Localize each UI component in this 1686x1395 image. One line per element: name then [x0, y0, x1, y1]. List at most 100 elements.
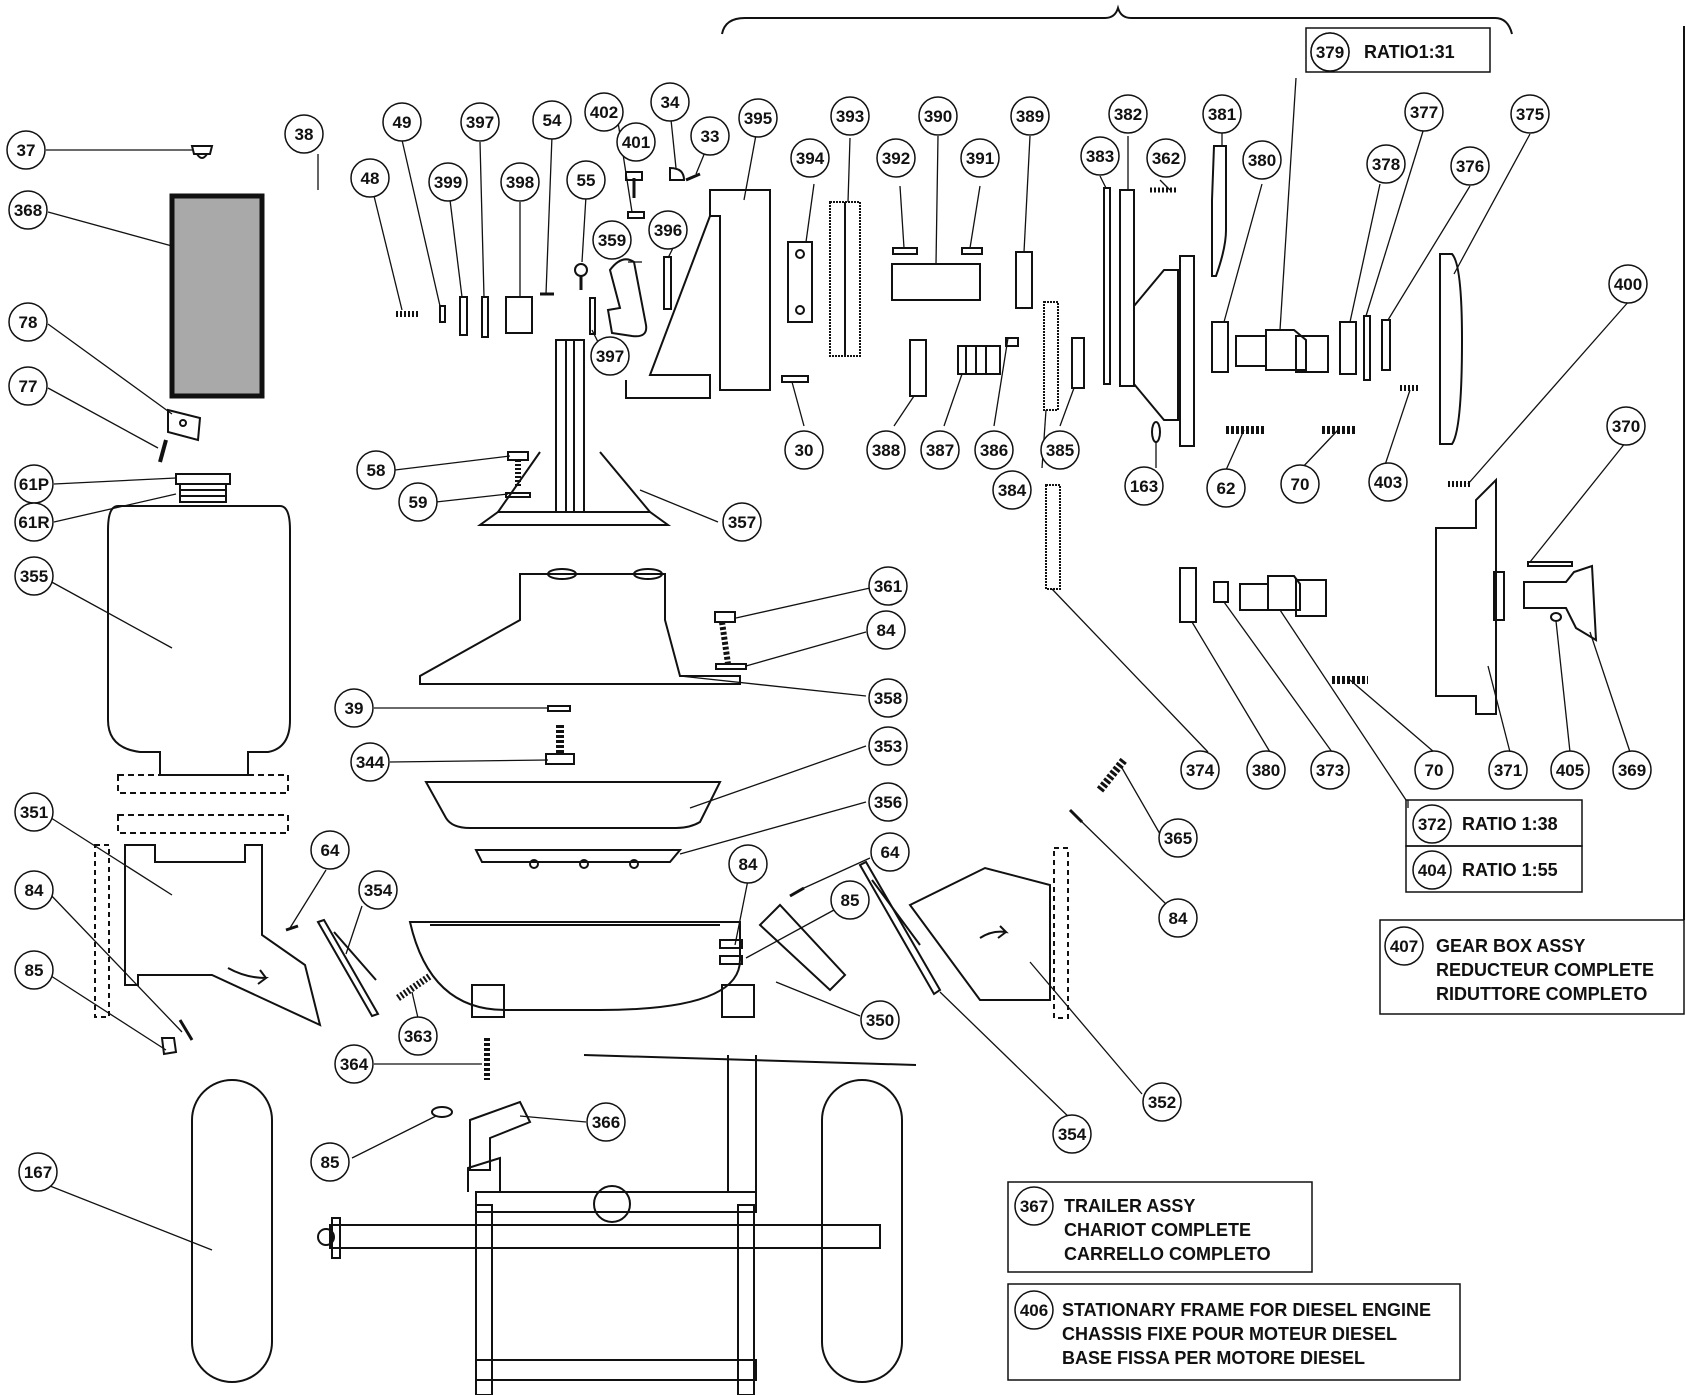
callout-label: 354 [1058, 1125, 1087, 1144]
callout-362: 362 [1146, 138, 1186, 178]
callout-49: 49 [382, 102, 422, 142]
callout-382: 382 [1108, 94, 1148, 134]
callout-373: 373 [1310, 750, 1350, 790]
trailer-line-3: CARRELLO COMPLETO [1064, 1244, 1271, 1264]
gearbox-line-3: RIDUTTORE COMPLETO [1436, 984, 1647, 1004]
ratio-box-372-404: 372 RATIO 1:38 404 RATIO 1:55 [1405, 799, 1583, 893]
callout-label: 368 [14, 201, 42, 220]
callout-344: 344 [350, 742, 390, 782]
callout-label: 70 [1425, 761, 1444, 780]
callout-circle [868, 566, 908, 606]
callout-354: 354 [1052, 1114, 1092, 1154]
callout-circle [830, 96, 870, 136]
callout-circle [310, 830, 350, 870]
callout-circle [586, 1102, 626, 1142]
callout-85: 85 [310, 1142, 350, 1182]
callout-377: 377 [1404, 92, 1444, 132]
callout-circle [398, 482, 438, 522]
callout-380: 380 [1242, 140, 1282, 180]
callout-label: 401 [622, 133, 650, 152]
callout-395: 395 [738, 98, 778, 138]
callout-circle [1052, 1114, 1092, 1154]
callout-circle [460, 102, 500, 142]
trailer-line-1: TRAILER ASSY [1064, 1196, 1195, 1216]
callout-circle [1450, 146, 1490, 186]
trailer-line-2: CHARIOT COMPLETE [1064, 1220, 1251, 1240]
callout-label: 371 [1494, 761, 1522, 780]
callout-label: 378 [1372, 155, 1400, 174]
callout-label: 163 [1130, 477, 1158, 496]
callout-circle [960, 138, 1000, 178]
callout-label: 381 [1208, 105, 1236, 124]
callout-label: 366 [592, 1113, 620, 1132]
callout-62: 62 [1206, 468, 1246, 508]
callout-label: 380 [1252, 761, 1280, 780]
callout-label: 383 [1086, 147, 1114, 166]
frame-line-3: BASE FISSA PER MOTORE DIESEL [1062, 1348, 1365, 1368]
callout-circle [356, 450, 396, 490]
callout-405: 405 [1550, 750, 1590, 790]
callout-label: 352 [1148, 1093, 1176, 1112]
callout-380: 380 [1246, 750, 1286, 790]
callout-label: 355 [20, 567, 48, 586]
callout-label: 85 [321, 1153, 340, 1172]
callout-circle [1146, 138, 1186, 178]
callout-396: 396 [648, 210, 688, 250]
callout-label: 84 [877, 621, 896, 640]
callout-label: 365 [1164, 829, 1192, 848]
callout-label: 84 [739, 855, 758, 874]
callout-circle [1414, 750, 1454, 790]
callout-label: 64 [881, 843, 900, 862]
callout-circle [334, 1044, 374, 1084]
callout-390: 390 [918, 96, 958, 136]
callout-label: 350 [866, 1011, 894, 1030]
callout-circle [728, 844, 768, 884]
frame-box-406: 406 STATIONARY FRAME FOR DIESEL ENGINE C… [1007, 1283, 1461, 1381]
callout-label: 356 [874, 793, 902, 812]
callout-64: 64 [310, 830, 350, 870]
callout-circle [1246, 750, 1286, 790]
callout-400: 400 [1608, 264, 1648, 304]
callout-circle [14, 556, 54, 596]
trailer-367-num: 367 [1020, 1197, 1048, 1216]
callout-38: 38 [284, 114, 324, 154]
callout-circle [784, 430, 824, 470]
callout-403: 403 [1368, 462, 1408, 502]
callout-label: 388 [872, 441, 900, 460]
callout-label: 374 [1186, 761, 1215, 780]
callout-circle [790, 138, 830, 178]
callout-circle [860, 1000, 900, 1040]
callout-352: 352 [1142, 1082, 1182, 1122]
callout-label: 55 [577, 171, 596, 190]
callout-circle [350, 158, 390, 198]
panel-368 [169, 193, 265, 399]
callout-label: 357 [728, 513, 756, 532]
callout-70: 70 [1280, 464, 1320, 504]
callout-label: 344 [356, 753, 385, 772]
callout-label: 58 [367, 461, 386, 480]
callout-circle [974, 430, 1014, 470]
callout-circle [1158, 818, 1198, 858]
callout-39: 39 [334, 688, 374, 728]
callout-383: 383 [1080, 136, 1120, 176]
callout-366: 366 [586, 1102, 626, 1142]
callout-label: 393 [836, 107, 864, 126]
callout-circle [350, 742, 390, 782]
leader-lines [46, 77, 1631, 1251]
callout-365: 365 [1158, 818, 1198, 858]
frame-line-1: STATIONARY FRAME FOR DIESEL ENGINE [1062, 1300, 1431, 1320]
callout-label: 38 [295, 125, 314, 144]
callout-label: 375 [1516, 105, 1544, 124]
callout-label: 400 [1614, 275, 1642, 294]
callout-364: 364 [334, 1044, 374, 1084]
callout-358: 358 [868, 678, 908, 718]
callout-398: 398 [500, 162, 540, 202]
callout-397: 397 [460, 102, 500, 142]
callout-circle [738, 98, 778, 138]
callout-circle [918, 96, 958, 136]
callout-label: 37 [17, 141, 36, 160]
callout-402: 402 [584, 92, 624, 132]
callout-85: 85 [830, 880, 870, 920]
callout-388: 388 [866, 430, 906, 470]
callout-363: 363 [398, 1016, 438, 1056]
